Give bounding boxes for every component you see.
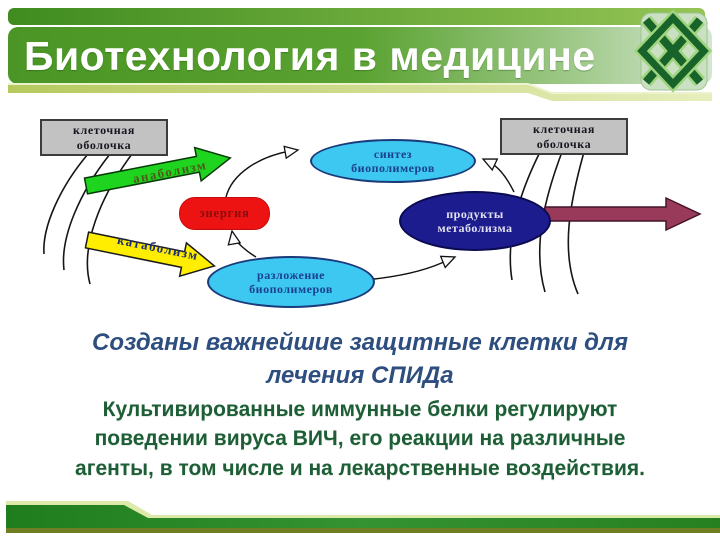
header-olive-highlight: [8, 83, 712, 94]
cell-membrane-box-right: клеточная оболочка: [500, 118, 628, 155]
slide-heading: Созданы важнейшие защитные клетки для ле…: [92, 329, 628, 390]
export-arrow: [544, 196, 702, 232]
connector-energy-to-synthesis: [225, 150, 291, 198]
footer-green-band: [6, 505, 720, 528]
cell-membrane-box-left: клеточная оболочка: [40, 119, 168, 156]
decomposition-ellipse: разложение биополимеров: [207, 256, 375, 308]
membrane-arcs-left: [43, 153, 133, 285]
knot-logo-icon: [633, 9, 713, 93]
header-top-strip: [8, 8, 705, 25]
metabolism-diagram: [43, 145, 702, 295]
energy-node: энергия: [179, 197, 270, 230]
header-banner: [8, 8, 713, 101]
page-title: Биотехнология в медицине: [24, 33, 596, 79]
anabolism-arrow: [83, 146, 232, 195]
synthesis-ellipse: синтез биополимеров: [310, 139, 476, 183]
catabolism-arrow: [84, 231, 216, 278]
footer-banner: [6, 501, 720, 533]
slide-paragraph: Культивированные иммунные белки регулиру…: [75, 398, 645, 480]
header-olive-strip: [8, 84, 712, 101]
metabolism-products-ellipse: продукты метаболизма: [399, 191, 551, 251]
connector-arrowheads: [227, 145, 499, 269]
connector-decomposition-to-products: [373, 259, 449, 280]
header-main-band: [8, 27, 712, 84]
footer-olive-line: [6, 528, 720, 533]
